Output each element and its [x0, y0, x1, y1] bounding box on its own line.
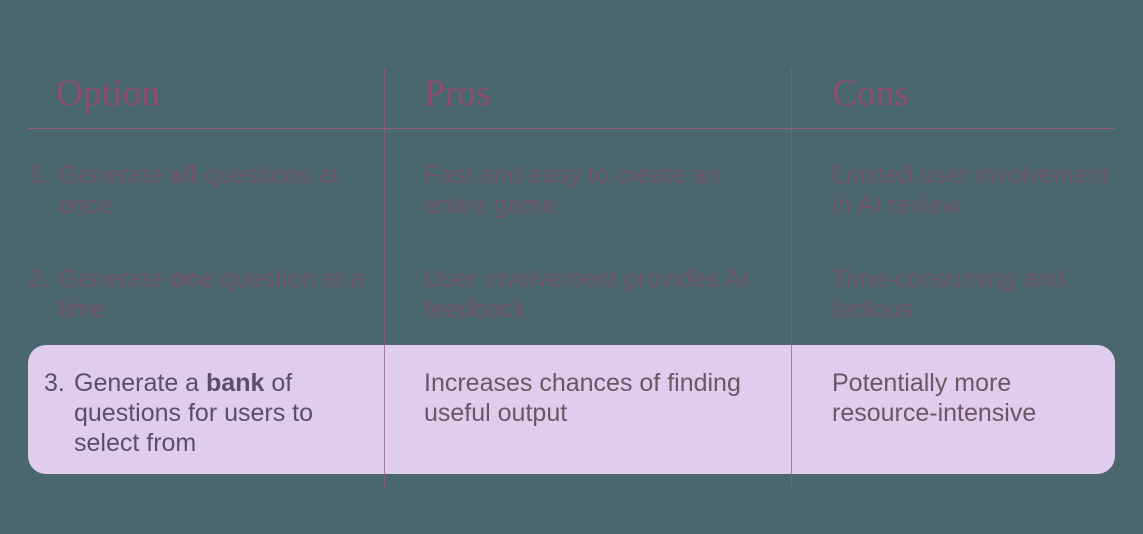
- row-3-option-emphasis: bank: [206, 369, 265, 397]
- table-row-1-pros: Fast and easy to create an entire game: [424, 161, 721, 219]
- table-row-1-option: 1. Generate all questions at once: [28, 160, 368, 220]
- row-3-option-pre: Generate a: [74, 369, 207, 397]
- table-row-3-cons: Potentially more resource-intensive: [832, 369, 1037, 427]
- row-2-option-text: Generate one question at a time: [58, 264, 368, 324]
- row-2-number: 2.: [28, 265, 49, 293]
- column-header-cons: Cons: [832, 73, 909, 114]
- row-2-option-post: question at a time: [58, 265, 364, 323]
- table-row-2-cons: Time-consuming and tedious: [832, 265, 1065, 323]
- header-divider-rule: [28, 128, 1115, 129]
- table-row-1-cons: Limited user involvement in AI review: [832, 161, 1109, 219]
- row-3-option-post: of questions for users to select from: [74, 369, 314, 457]
- row-1-number: 1.: [28, 161, 49, 189]
- row-2-option-pre: Generate: [58, 265, 170, 293]
- table-row-3-pros: Increases chances of finding useful outp…: [424, 369, 741, 427]
- row-1-option-post: questions at once: [58, 161, 339, 219]
- column-divider-1: [384, 68, 385, 489]
- highlighted-row-card[interactable]: [28, 345, 1115, 474]
- table-row-2-pros: User involvement provides AI feedback: [424, 265, 748, 323]
- table-row-3-option[interactable]: 3. Generate a bank of questions for user…: [44, 368, 374, 458]
- row-1-option-text: Generate all questions at once: [58, 160, 368, 220]
- column-header-option: Option: [56, 73, 160, 114]
- row-3-number: 3.: [44, 369, 65, 397]
- table-row-2-option: 2. Generate one question at a time: [28, 264, 368, 324]
- row-1-option-pre: Generate: [58, 161, 170, 189]
- row-3-option-text: Generate a bank of questions for users t…: [74, 368, 374, 458]
- column-header-pros: Pros: [424, 73, 491, 114]
- column-divider-2: [791, 68, 792, 489]
- row-1-option-emphasis: all: [169, 161, 197, 189]
- row-2-option-emphasis: one: [169, 265, 214, 293]
